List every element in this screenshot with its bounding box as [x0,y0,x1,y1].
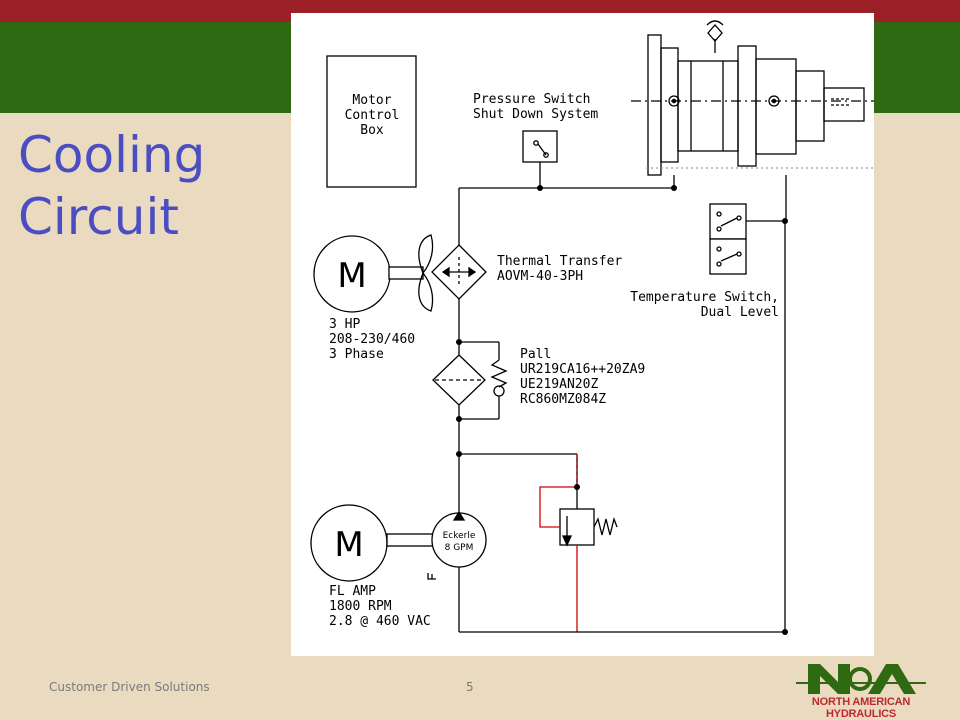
fan-motor-spec-1: 3 HP [329,317,360,332]
pump-label-2: 8 GPM [445,543,474,553]
filter-label-3: UE219AN20Z [520,377,598,392]
motor-control-box: Motor Control Box [326,55,417,188]
motor-control-label-3: Box [360,123,384,138]
pressure-switch-label-1: Pressure Switch [473,92,590,107]
pump-motor-spec-1: FL AMP [329,584,376,599]
temperature-switch-label-1: Temperature Switch, [630,290,779,305]
footer-text: Customer Driven Solutions [49,680,210,694]
fan-motor-spec-2: 208-230/460 [329,332,415,347]
pump-motor-spec-2: 1800 RPM [329,599,392,614]
logo-company-name: NORTH AMERICAN HYDRAULICS [811,696,911,720]
pump-motor: M FL AMP 1800 RPM 2.8 @ 460 VAC [310,504,434,629]
heat-exchanger-label-1: Thermal Transfer [497,254,622,269]
fan-motor: M 3 HP 208-230/460 3 Phase [313,234,434,362]
hydraulic-schematic: Motor Control Box Pressure Switch Shut D… [291,13,874,656]
pump-label-1: Eckerle [443,531,476,541]
heat-exchanger-label-2: AOVM-40-3PH [497,269,583,284]
slide-title: Cooling Circuit [18,124,205,248]
slide-title-line2: Circuit [18,188,179,246]
filter-label-1: Pall [520,347,551,362]
heat-exchanger: Thermal Transfer AOVM-40-3PH [431,244,622,300]
junction-dots [456,185,788,635]
pressure-switch-label-2: Shut Down System [473,107,598,122]
pressure-switch: Pressure Switch Shut Down System [473,92,598,188]
fan-motor-spec-3: 3 Phase [329,347,384,362]
fan-motor-symbol: M [337,256,366,296]
slide-title-line1: Cooling [18,126,206,184]
motor-control-label-1: Motor [352,93,391,108]
filter-label-2: UR219CA16++20ZA9 [520,362,645,377]
filter: Pall UR219CA16++20ZA9 UE219AN20Z RC860MZ… [432,341,645,420]
temperature-switch: Temperature Switch, Dual Level [630,203,786,632]
gearbox-drawing [631,20,874,221]
company-logo: NORTH AMERICAN HYDRAULICS [776,660,946,720]
logo-mark-icon [796,664,926,694]
relief-valve [539,454,618,632]
pump-motor-spec-3: 2.8 @ 460 VAC [329,614,431,629]
pump-motor-symbol: M [334,525,363,565]
filter-label-4: RC860MZ084Z [520,392,606,407]
temperature-switch-label-2: Dual Level [701,305,779,320]
pump: Eckerle 8 GPM [427,510,487,632]
page-number: 5 [466,680,474,694]
motor-control-label-2: Control [345,108,400,123]
